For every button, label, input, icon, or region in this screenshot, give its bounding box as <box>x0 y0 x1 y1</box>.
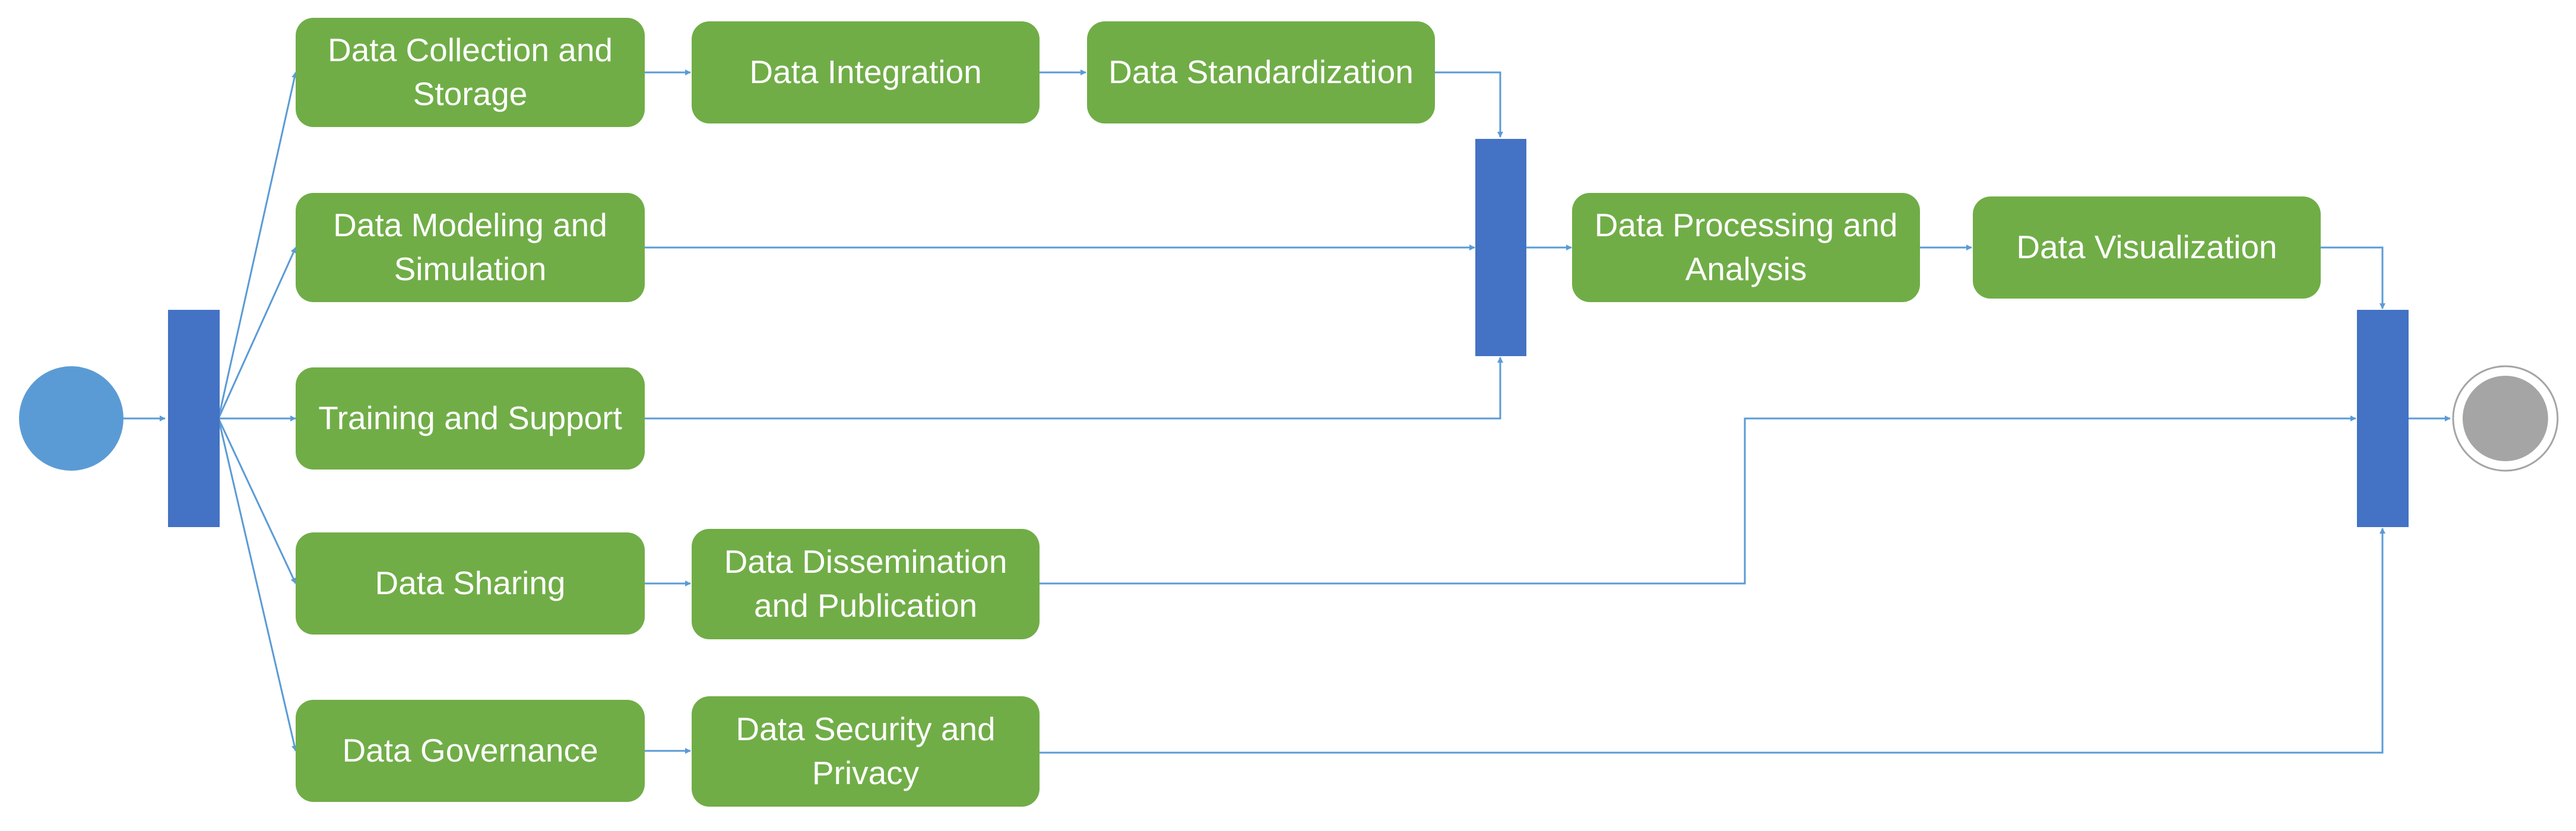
svg-text:Data Governance: Data Governance <box>342 732 598 769</box>
activity-label: Privacy <box>812 754 920 791</box>
svg-text:Privacy: Privacy <box>812 754 920 791</box>
edge-dissemination-to-final-join <box>1040 415 2356 585</box>
svg-text:Data Dissemination: Data Dissemination <box>724 543 1007 580</box>
activity-label: Training and Support <box>318 399 622 436</box>
edge-fork-to-collection <box>217 72 297 419</box>
edge-fork-to-sharing <box>217 418 297 584</box>
activity-data-integration: Data Integration <box>692 21 1040 123</box>
activity-label: Data Standardization <box>1108 53 1414 90</box>
svg-text:and Publication: and Publication <box>754 587 977 624</box>
activity-label: Data Visualization <box>2016 229 2277 265</box>
svg-text:Data Security and: Data Security and <box>736 711 995 747</box>
svg-text:Analysis: Analysis <box>1685 250 1807 287</box>
activity-data-standardization: Data Standardization <box>1087 21 1435 123</box>
activity-data-security-and-privacy: Data Security and Privacy <box>692 696 1040 807</box>
svg-text:Data Collection and: Data Collection and <box>328 31 613 68</box>
activity-label: Data Processing and <box>1595 207 1898 243</box>
svg-text:Storage: Storage <box>413 75 528 112</box>
connector-lines <box>123 69 2451 754</box>
svg-text:Data Sharing: Data Sharing <box>375 564 565 601</box>
edge-visualization-to-final-join <box>2321 246 2385 309</box>
edge-fork-to-governance <box>217 418 297 751</box>
activity-label: Data Governance <box>342 732 598 769</box>
activity-label: and Publication <box>754 587 977 624</box>
activity-label: Analysis <box>1685 250 1807 287</box>
activity-label: Storage <box>413 75 528 112</box>
activity-data-sharing: Data Sharing <box>296 532 645 635</box>
activity-data-processing-and-analysis: Data Processing and Analysis <box>1572 193 1920 302</box>
activity-data-modeling-and-simulation: Data Modeling and Simulation <box>296 193 645 302</box>
svg-text:Simulation: Simulation <box>394 250 547 287</box>
activity-label: Data Modeling and <box>333 207 607 243</box>
start-node <box>19 366 123 471</box>
svg-text:Data Processing and: Data Processing and <box>1595 207 1898 243</box>
activity-data-collection-and-storage: Data Collection and Storage <box>296 18 645 127</box>
activity-data-governance: Data Governance <box>296 700 645 802</box>
svg-text:Training and Support: Training and Support <box>318 399 622 436</box>
svg-text:Data Standardization: Data Standardization <box>1108 53 1414 90</box>
edge-training-to-join <box>645 357 1503 420</box>
activity-label: Data Integration <box>749 53 981 90</box>
activity-label: Data Sharing <box>375 564 565 601</box>
svg-text:Data Modeling and: Data Modeling and <box>333 207 607 243</box>
end-node <box>2463 376 2548 461</box>
edge-fork-to-modeling <box>217 247 297 419</box>
activity-training-and-support: Training and Support <box>296 367 645 470</box>
activity-label: Data Dissemination <box>724 543 1007 580</box>
activity-label: Data Security and <box>736 711 995 747</box>
activity-data-visualization: Data Visualization <box>1973 196 2321 299</box>
join-bar <box>1475 139 1526 356</box>
final-join-bar <box>2357 310 2409 527</box>
activity-label: Data Collection and <box>328 31 613 68</box>
activity-label: Simulation <box>394 250 547 287</box>
edge-security-to-final-join <box>1040 528 2385 754</box>
svg-text:Data Integration: Data Integration <box>749 53 981 90</box>
activity-data-dissemination-and-publication: Data Dissemination and Publication <box>692 529 1040 639</box>
fork-bar <box>168 310 220 527</box>
svg-text:Data Visualization: Data Visualization <box>2016 229 2277 265</box>
edge-standardization-to-join <box>1435 71 1503 138</box>
